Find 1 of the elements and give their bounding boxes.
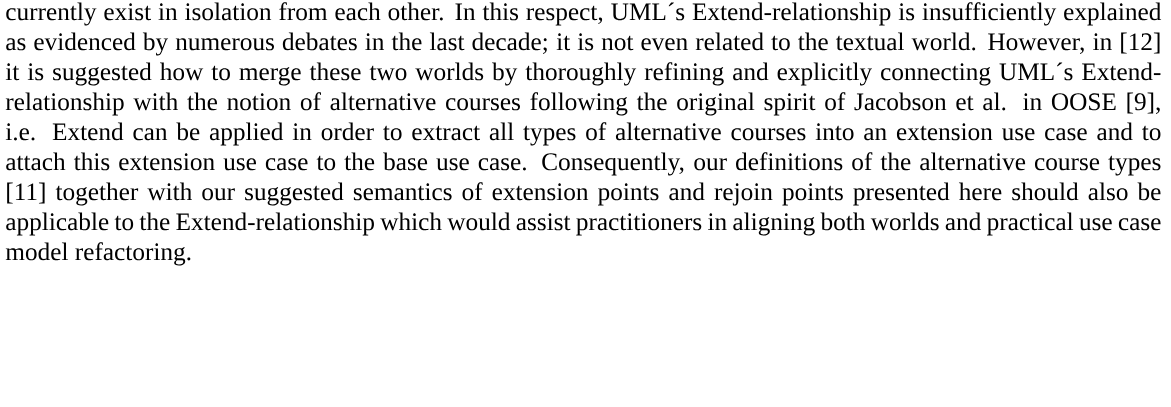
paragraph: currently exist in isolation from each other. In this respect, UML´s Extend-relationship is insufficiently explained as evidenced by numerous debates in the last decade; it is not even related to the textual world. However, in [12] it is suggested how to merge these two worlds by thoroughly refining and explicitly connecting UML´s Extend-relationship with the notion of alternative courses following the original spirit of Jacobson et al. in OOSE [9], i.e. Extend can be applied in order to extract all types of alternative courses into an extension use case and to attach this extension use case to the base use case. Consequently, our definitions of the alternative course types [11] together with our suggested semantics of extension points and rejoin points presented here should also be applicable to the Extend-relationship which would assist practitioners in aligning both worlds and practical use case model refactoring. [5, 2, 1162, 266]
